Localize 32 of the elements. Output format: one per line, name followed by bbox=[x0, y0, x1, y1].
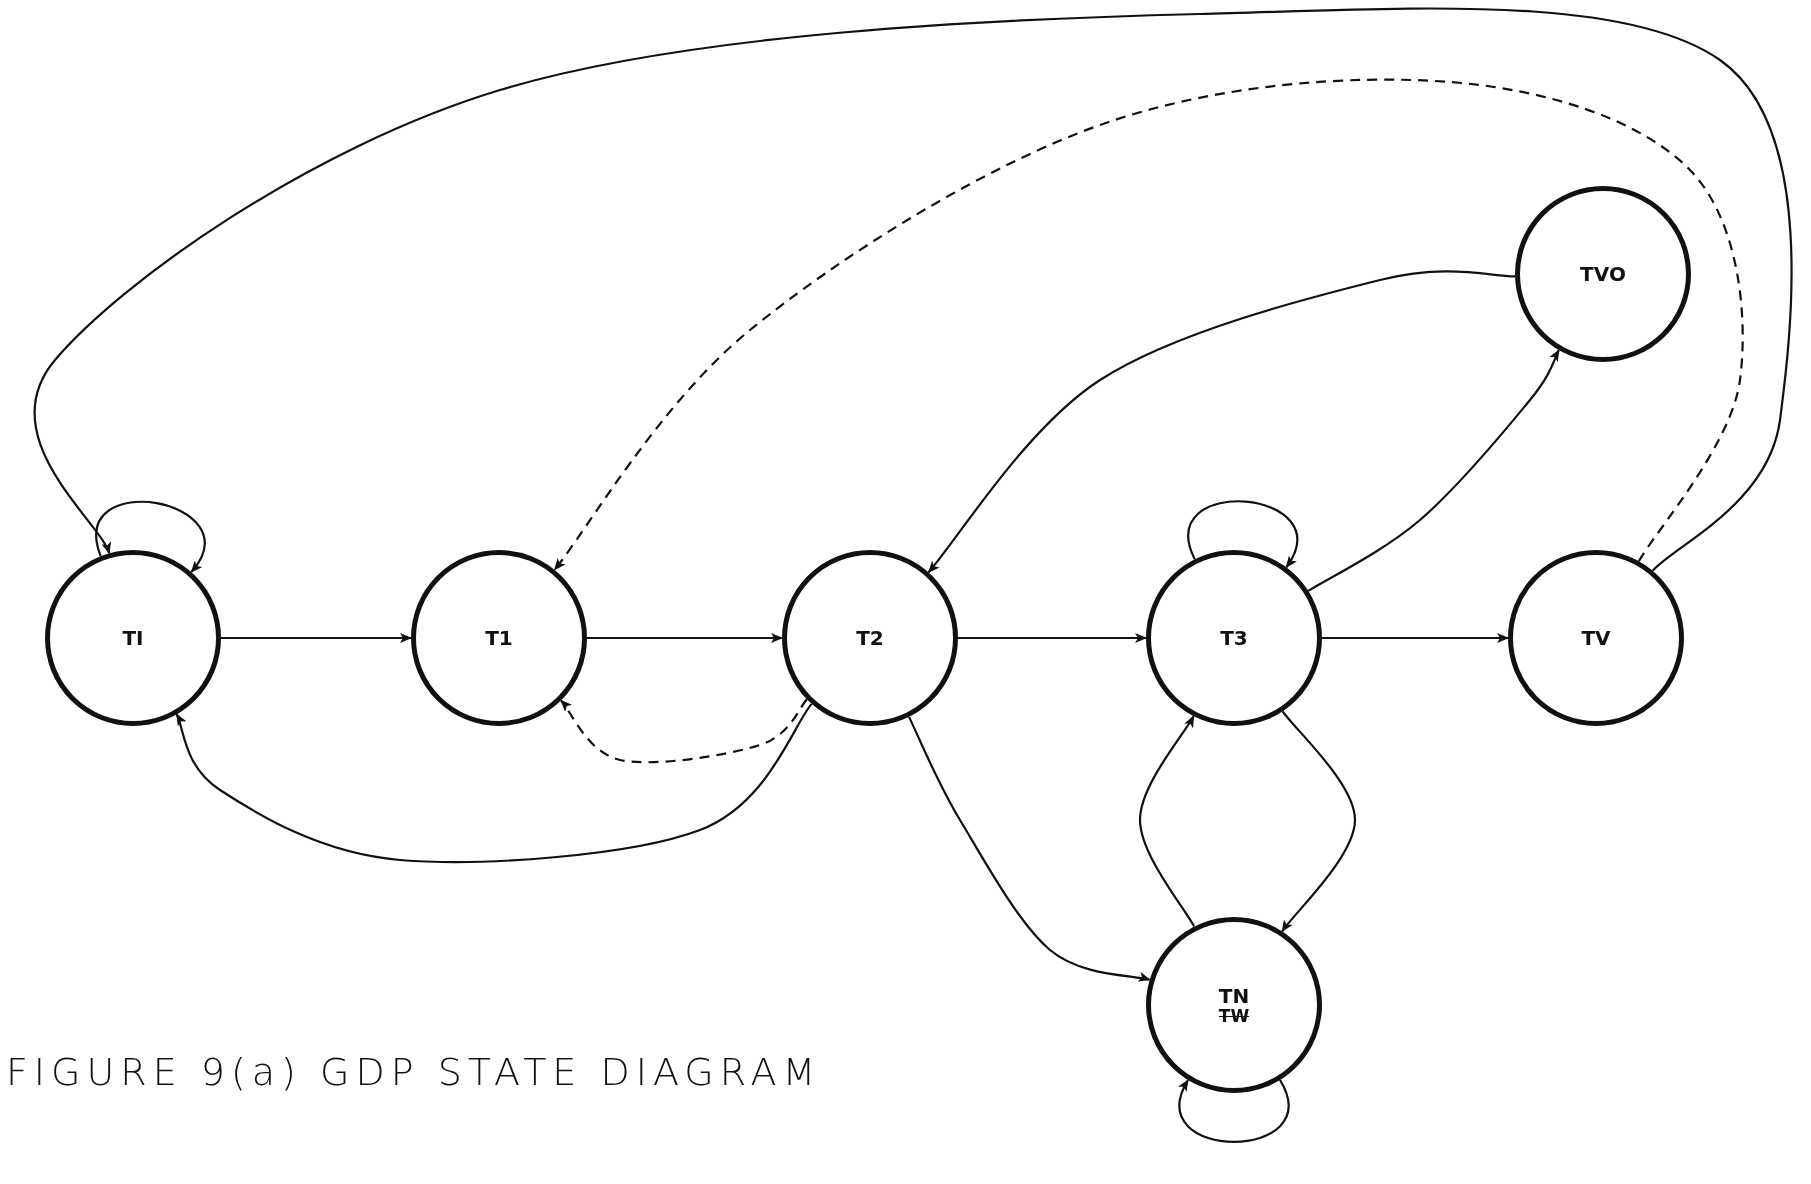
arrow bbox=[95, 500, 206, 573]
arrow bbox=[958, 633, 1147, 643]
state-label: T2 bbox=[856, 627, 884, 649]
state-circle bbox=[782, 550, 958, 726]
state-label: TVO bbox=[1580, 263, 1626, 285]
arrow bbox=[560, 698, 808, 764]
state-label: T1 bbox=[485, 627, 513, 649]
arrow bbox=[1322, 633, 1509, 643]
arrow bbox=[33, 7, 1793, 572]
arrow bbox=[1307, 349, 1560, 592]
state-circle bbox=[1146, 550, 1322, 726]
arrow bbox=[908, 716, 1151, 983]
arrow bbox=[1179, 1079, 1289, 1143]
state-label: TV bbox=[1581, 627, 1611, 649]
figure-title: FIGURE 9(a) GDP STATE DIAGRAM bbox=[6, 1050, 822, 1094]
state-label: T3 bbox=[1220, 627, 1248, 649]
state-label: TN bbox=[1218, 984, 1250, 1007]
state-circle bbox=[1146, 917, 1322, 1093]
arrow bbox=[1281, 710, 1357, 933]
arrow bbox=[221, 633, 412, 643]
state-circle bbox=[45, 550, 221, 726]
arrow bbox=[1138, 715, 1196, 928]
state-circle bbox=[1508, 550, 1684, 726]
state-circle bbox=[411, 550, 587, 726]
arrow bbox=[1187, 500, 1298, 569]
state-label: TI bbox=[122, 627, 144, 649]
arrow bbox=[553, 78, 1744, 571]
state-label: TW bbox=[1218, 1006, 1250, 1026]
arrow bbox=[175, 703, 813, 863]
state-circle bbox=[1515, 186, 1691, 362]
arrow bbox=[927, 270, 1516, 574]
arrow bbox=[587, 633, 783, 643]
